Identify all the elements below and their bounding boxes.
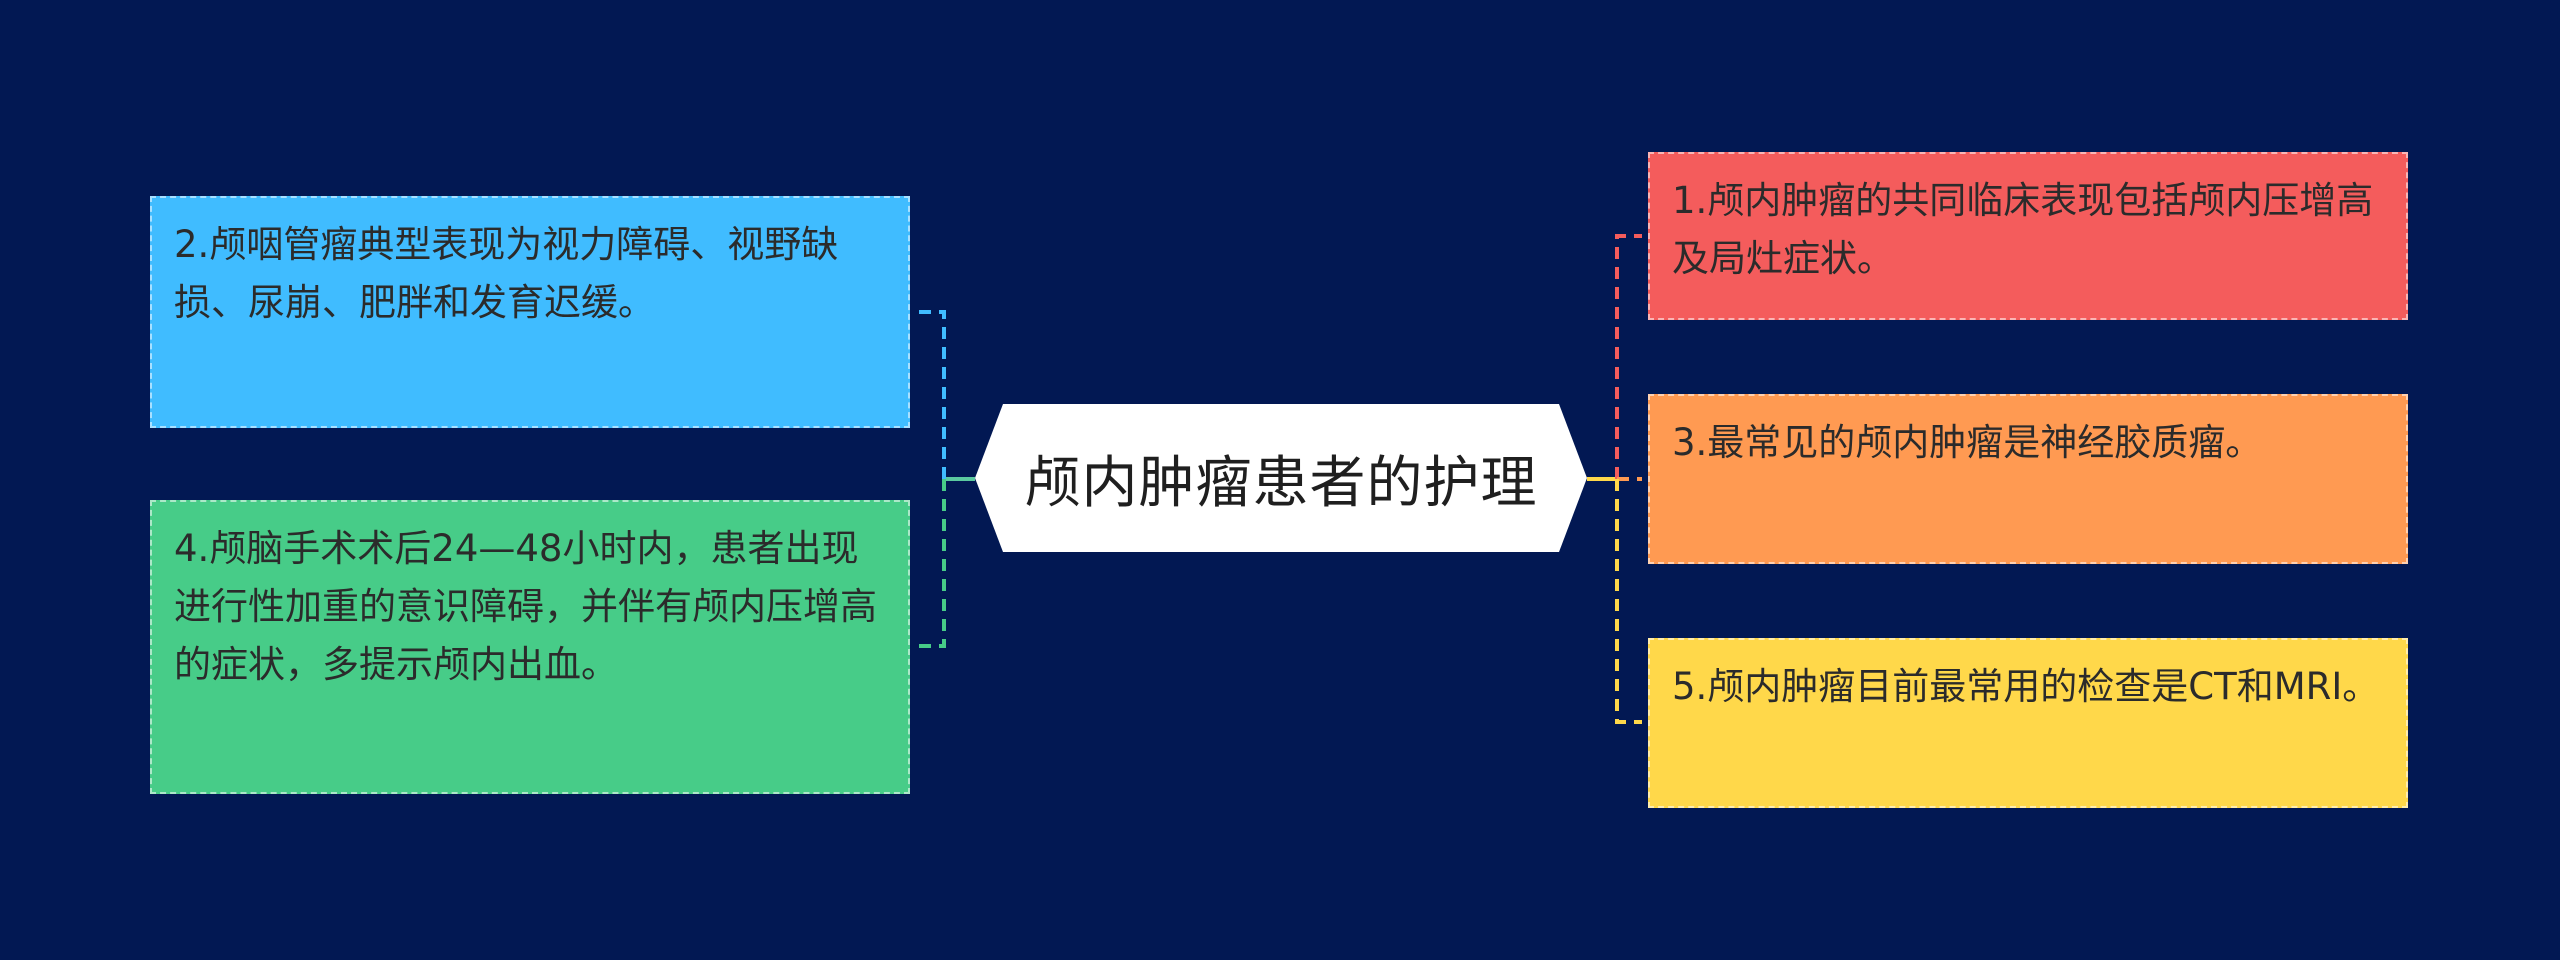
topic-node-5-text: 5.颅内肿瘤目前最常用的检查是CT和MRI。 bbox=[1672, 665, 2380, 708]
topic-node-1-text: 1.颅内肿瘤的共同临床表现包括颅内压增高及局灶症状。 bbox=[1672, 179, 2374, 280]
topic-node-3-text: 3.最常见的颅内肿瘤是神经胶质瘤。 bbox=[1672, 421, 2263, 464]
topic-node-3[interactable]: 3.最常见的颅内肿瘤是神经胶质瘤。 bbox=[1648, 394, 2408, 564]
topic-node-2[interactable]: 2.颅咽管瘤典型表现为视力障碍、视野缺损、尿崩、肥胖和发育迟缓。 bbox=[150, 196, 910, 428]
connector-left-to-node-4 bbox=[918, 479, 946, 648]
center-title: 颅内肿瘤患者的护理 bbox=[1024, 450, 1538, 516]
center-node[interactable]: 颅内肿瘤患者的护理 bbox=[975, 404, 1587, 552]
center-hexagon-shape bbox=[975, 404, 1587, 552]
topic-node-4[interactable]: 4.颅脑手术术后24—48小时内，患者出现进行性加重的意识障碍，并伴有颅内压增高… bbox=[150, 500, 910, 794]
connector-left-to-node-2 bbox=[918, 310, 946, 479]
topic-node-2-text: 2.颅咽管瘤典型表现为视力障碍、视野缺损、尿崩、肥胖和发育迟缓。 bbox=[174, 223, 839, 324]
topic-node-1[interactable]: 1.颅内肿瘤的共同临床表现包括颅内压增高及局灶症状。 bbox=[1648, 152, 2408, 320]
connector-right-to-node-1 bbox=[1615, 234, 1642, 479]
topic-node-5[interactable]: 5.颅内肿瘤目前最常用的检查是CT和MRI。 bbox=[1648, 638, 2408, 808]
connector-right-to-node-5 bbox=[1615, 479, 1642, 724]
topic-node-4-text: 4.颅脑手术术后24—48小时内，患者出现进行性加重的意识障碍，并伴有颅内压增高… bbox=[174, 527, 877, 686]
